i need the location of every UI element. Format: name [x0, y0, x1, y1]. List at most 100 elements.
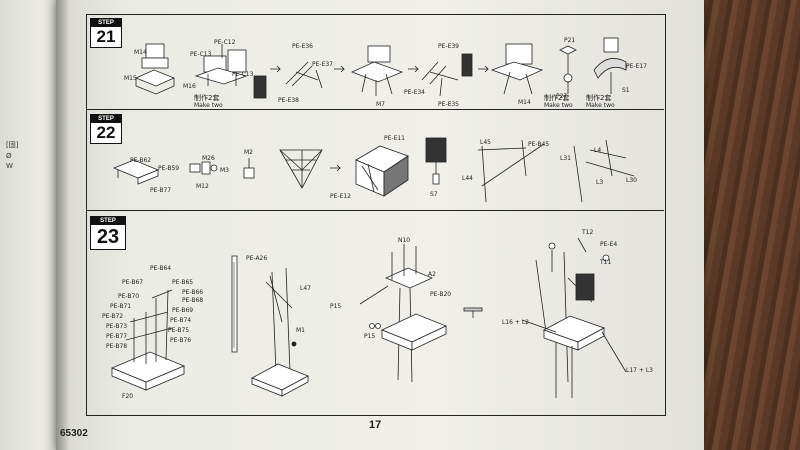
left-page-fragment: Ø	[6, 152, 12, 160]
step-21-panel: STEP 21	[86, 14, 664, 110]
arrow-icon	[478, 65, 489, 73]
part-label: L4	[594, 147, 601, 154]
part-label: M12	[196, 183, 209, 190]
part-label: N10	[398, 237, 410, 244]
part-label: PE-E39	[438, 43, 459, 50]
part-m7-mount	[350, 45, 404, 96]
part-label: PE-B65	[172, 279, 193, 286]
part-a26-mast	[231, 255, 309, 397]
part-m16-assembly	[194, 44, 248, 86]
part-label: PE-B20	[430, 291, 451, 298]
step-badge-23: STEP 23	[90, 216, 126, 250]
part-a2-platform	[359, 244, 483, 383]
part-label: PE-E17	[626, 63, 647, 70]
part-label: M16	[183, 83, 196, 90]
part-label: PE-E36	[292, 43, 313, 50]
part-p21-post	[559, 45, 577, 94]
part-label: P21	[564, 37, 575, 44]
left-page-fragment: [固]	[6, 141, 19, 149]
part-label: PE-B77	[106, 333, 127, 340]
step-label: STEP	[91, 217, 125, 225]
page-gutter-shadow	[56, 0, 70, 450]
part-label: PE-B75	[168, 327, 189, 334]
step-label: STEP	[91, 19, 121, 27]
step-label: STEP	[91, 115, 121, 123]
part-label: PE-E35	[438, 101, 459, 108]
step-number: 22	[96, 123, 116, 142]
part-label: PE-E12	[330, 193, 351, 200]
step-number: 21	[96, 27, 116, 46]
part-label: PE-E34	[404, 89, 425, 96]
part-label: PE-B71	[110, 303, 131, 310]
part-label: PE-B77	[150, 187, 171, 194]
arrow-icon	[334, 65, 345, 73]
arrow-icon	[330, 164, 341, 172]
step-badge-22: STEP 22	[90, 114, 122, 144]
part-e36-support	[285, 61, 323, 89]
part-label: PE-E38	[278, 97, 299, 104]
part-label: PE-B78	[106, 343, 127, 350]
part-label: M26	[202, 155, 215, 162]
part-label: T12	[581, 229, 593, 236]
part-label: P27	[556, 93, 567, 100]
part-l31-mast	[573, 139, 635, 203]
part-label: L17 + L3	[626, 367, 653, 374]
part-label: PE-A26	[246, 255, 267, 262]
grill-screen-21b	[461, 53, 473, 77]
part-label: M2	[244, 149, 253, 156]
part-b62-bracket	[112, 159, 160, 185]
part-label: PE-E11	[384, 135, 405, 142]
part-label: PE-B72	[102, 313, 123, 320]
part-label: T11	[599, 259, 611, 266]
part-label: PE-B73	[106, 323, 127, 330]
part-s7-radar	[425, 137, 447, 185]
part-e34-support	[421, 61, 459, 97]
part-f20-base	[110, 289, 186, 391]
part-label: M15	[124, 75, 137, 82]
part-label: PE-B64	[150, 265, 171, 272]
part-label: PE-C13	[190, 51, 212, 58]
part-label: L16 + L2	[502, 319, 529, 326]
part-label: P15	[364, 333, 375, 340]
part-m14-final	[490, 43, 544, 95]
part-label: PE-B59	[158, 165, 179, 172]
part-label: M14	[518, 99, 531, 106]
part-label: L31	[560, 155, 571, 162]
left-page-edge: [固] Ø W	[0, 0, 60, 450]
part-label: L30	[626, 177, 637, 184]
part-label: F20	[122, 393, 133, 400]
part-label: M3	[220, 167, 229, 174]
part-label: L3	[596, 179, 603, 186]
part-label: PE-B62	[130, 157, 151, 164]
part-label: S7	[430, 191, 438, 198]
part-label: P15	[330, 303, 341, 310]
make-two-en: Make two	[586, 102, 615, 109]
make-two-en: Make two	[544, 102, 573, 109]
part-label: PE-B76	[170, 337, 191, 344]
part-label: PE-B70	[118, 293, 139, 300]
make-two-cn: 制作2套	[544, 93, 569, 102]
step-23-drawing: PE-B64 PE-B67 PE-B65 PE-B66 PE-B68 PE-B7…	[102, 229, 653, 400]
part-m14-cab	[134, 43, 176, 95]
left-page-fragment: W	[6, 162, 13, 170]
part-label: L45	[480, 139, 491, 146]
arrow-icon	[270, 65, 281, 73]
part-label: PE-E4	[600, 241, 617, 248]
step-badge-21: STEP 21	[90, 18, 122, 48]
part-label: M14	[134, 49, 147, 56]
part-m26-lamp	[189, 161, 218, 175]
arrow-icon	[408, 65, 419, 73]
part-label: PE-B69	[172, 307, 193, 314]
part-label: PE-B45	[528, 141, 549, 148]
step-23-panel: STEP 23	[86, 212, 664, 414]
page-number: 17	[369, 419, 382, 431]
step-22-drawing: PE-B62 PE-B59 PE-B77 M26 M3 M12 M2 PE-E1…	[112, 135, 637, 203]
make-two-cn: 制作2套	[194, 93, 219, 102]
part-label: PE-B67	[122, 279, 143, 286]
part-s1-rail	[593, 37, 627, 94]
make-two-cn: 制作2套	[586, 93, 611, 102]
part-l16-mast	[521, 237, 627, 398]
part-label: A2	[428, 271, 436, 278]
part-l45-mast	[477, 139, 545, 203]
steps-frame	[86, 14, 666, 416]
